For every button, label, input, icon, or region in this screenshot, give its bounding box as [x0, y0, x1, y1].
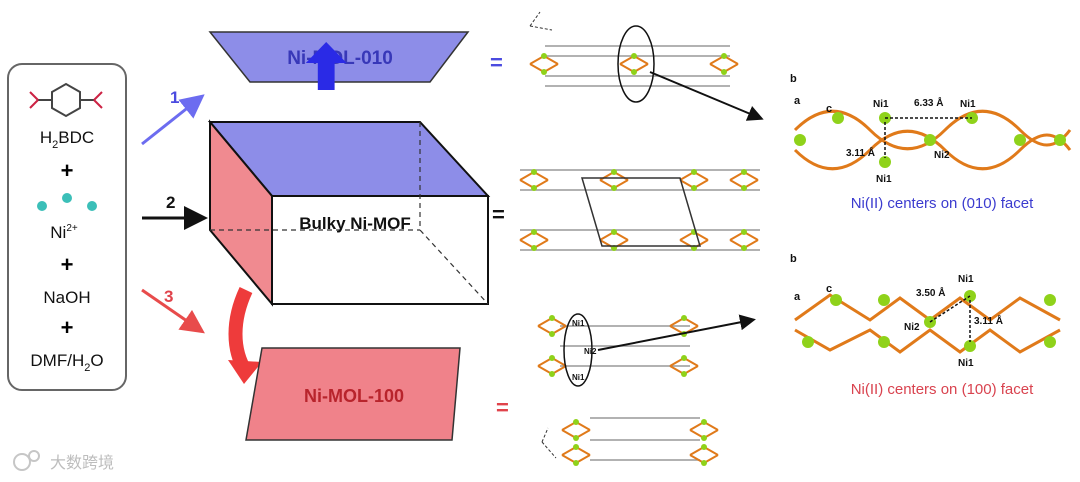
exfoliation-up-arrow	[305, 42, 347, 90]
bulky-ni-mof-prism: Bulky Ni-MOF	[207, 119, 491, 307]
svg-text:b: b	[790, 73, 797, 85]
route-1-arrow: 1	[141, 88, 205, 146]
ligand-label: H2BDC	[40, 128, 94, 151]
detail-010-structure: b a c Ni1 Ni1 Ni1 Ni2 6.33 Å 3.11 Å	[790, 73, 1072, 185]
plus-sign-2: +	[61, 252, 74, 277]
plus-sign-3: +	[61, 315, 74, 340]
svg-text:大数跨境: 大数跨境	[50, 453, 114, 472]
svg-text:6.33 Å: 6.33 Å	[914, 96, 943, 109]
ni-ions-icon	[37, 193, 97, 211]
caption-010: Ni(II) centers on (010) facet	[851, 195, 1034, 212]
exfoliation-curved-arrow	[228, 287, 262, 384]
equals-bottom: =	[496, 395, 509, 420]
svg-text:1: 1	[170, 88, 179, 107]
route-2-arrow: 2	[142, 193, 208, 230]
svg-text:Bulky Ni-MOF: Bulky Ni-MOF	[299, 214, 410, 233]
metal-label: Ni2+	[50, 223, 78, 242]
svg-text:2: 2	[166, 193, 175, 212]
svg-text:Ni1: Ni1	[958, 358, 974, 369]
route-3-arrow: 3	[141, 287, 205, 334]
svg-text:a: a	[794, 291, 801, 303]
svg-text:Ni1: Ni1	[876, 174, 892, 185]
svg-text:Ni-MOL-100: Ni-MOL-100	[304, 386, 404, 406]
ni-mol-100-plate: Ni-MOL-100	[245, 347, 461, 441]
detail-100-structure: b a c Ni1 Ni1 Ni2 3.50 Å 3.11 Å	[790, 253, 1061, 369]
svg-text:Ni1: Ni1	[572, 319, 585, 328]
svg-text:c: c	[826, 103, 832, 115]
bottom-layer-structure-side: Ni1 Ni2 Ni1	[537, 313, 699, 387]
reactants-panel: H2BDC + Ni2+ + NaOH + DMF/H2O	[7, 63, 127, 391]
svg-text:3: 3	[164, 287, 173, 306]
zoom-arrow-bottom	[597, 314, 756, 351]
svg-text:Ni2: Ni2	[934, 150, 950, 161]
svg-text:Ni1: Ni1	[572, 373, 585, 382]
base-label: NaOH	[43, 288, 90, 307]
plus-sign-1: +	[61, 158, 74, 183]
bottom-layer-structure-top	[541, 417, 719, 467]
top-layer-structure	[529, 11, 739, 103]
equals-top: =	[490, 50, 503, 75]
svg-text:Ni2: Ni2	[904, 322, 920, 333]
zoom-arrow-top	[649, 71, 764, 121]
svg-text:b: b	[790, 253, 797, 265]
svg-text:c: c	[826, 283, 832, 295]
caption-100: Ni(II) centers on (100) facet	[851, 381, 1034, 398]
equals-middle: =	[492, 202, 505, 227]
solvent-label: DMF/H2O	[30, 351, 103, 374]
svg-text:3.11 Å: 3.11 Å	[974, 314, 1003, 327]
svg-text:3.50 Å: 3.50 Å	[916, 286, 945, 299]
svg-text:3.11 Å: 3.11 Å	[846, 146, 875, 159]
watermark: 大数跨境	[13, 450, 114, 472]
h2bdc-structure-icon	[29, 82, 103, 118]
svg-text:Ni2: Ni2	[584, 347, 597, 356]
svg-text:Ni1: Ni1	[873, 99, 889, 110]
svg-text:a: a	[794, 95, 801, 107]
bulk-framework-structure	[519, 168, 760, 252]
svg-text:Ni1: Ni1	[960, 99, 976, 110]
svg-text:Ni1: Ni1	[958, 274, 974, 285]
